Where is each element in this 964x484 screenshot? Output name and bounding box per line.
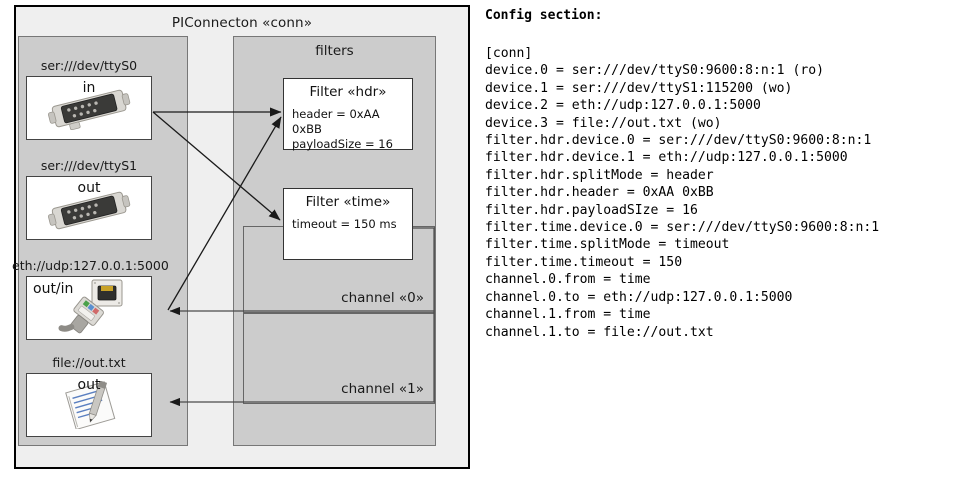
config-heading: Config section: [485, 8, 603, 23]
filter-hdr-prop-header: header = 0xAA 0xBB [292, 107, 380, 136]
config-text: [conn] device.0 = ser:///dev/ttyS0:9600:… [485, 46, 880, 340]
channel-1-box[interactable]: channel «1» [243, 313, 435, 404]
device-ttys0-card[interactable]: in [26, 76, 152, 140]
architecture-diagram: PIConnecton «conn» ser:///dev/ttyS0 in [0, 0, 478, 484]
diagram-title: PIConnecton «conn» [171, 15, 313, 31]
filter-hdr-card[interactable]: Filter «hdr» header = 0xAA 0xBB payloadS… [283, 78, 413, 152]
config-section: Config section: [conn] device.0 = ser://… [480, 0, 964, 484]
filter-time-props: timeout = 150 ms [292, 217, 397, 232]
filter-time-title: Filter «time» [305, 194, 391, 210]
filter-time-card[interactable]: Filter «time» timeout = 150 ms [283, 188, 413, 260]
device-file-card[interactable]: out [26, 373, 152, 437]
device-ttys1-card[interactable]: out [26, 176, 152, 240]
filter-hdr-title: Filter «hdr» [309, 84, 387, 100]
device-ttys0-direction: in [82, 80, 96, 96]
device-file-caption: file://out.txt [52, 355, 126, 370]
filter-time-prop-timeout: timeout = 150 ms [292, 217, 397, 231]
device-ttys1-direction: out [77, 180, 101, 196]
channel-1-label: channel «1» [341, 381, 424, 397]
device-eth-caption: eth://udp:127.0.0.1:5000 [12, 258, 169, 273]
filters-panel-title: filters [315, 43, 354, 59]
device-file-direction: out [77, 377, 101, 393]
device-eth-direction: out/in [33, 281, 74, 297]
device-eth-card[interactable]: out/in [26, 276, 152, 340]
filter-hdr-props: header = 0xAA 0xBB payloadSize = 16 [292, 107, 412, 152]
device-ttys1-caption: ser:///dev/ttyS1 [40, 158, 138, 173]
channel-0-label: channel «0» [341, 290, 424, 306]
device-ttys0-caption: ser:///dev/ttyS0 [40, 58, 138, 73]
filter-hdr-prop-payloadsize: payloadSize = 16 [292, 137, 393, 151]
